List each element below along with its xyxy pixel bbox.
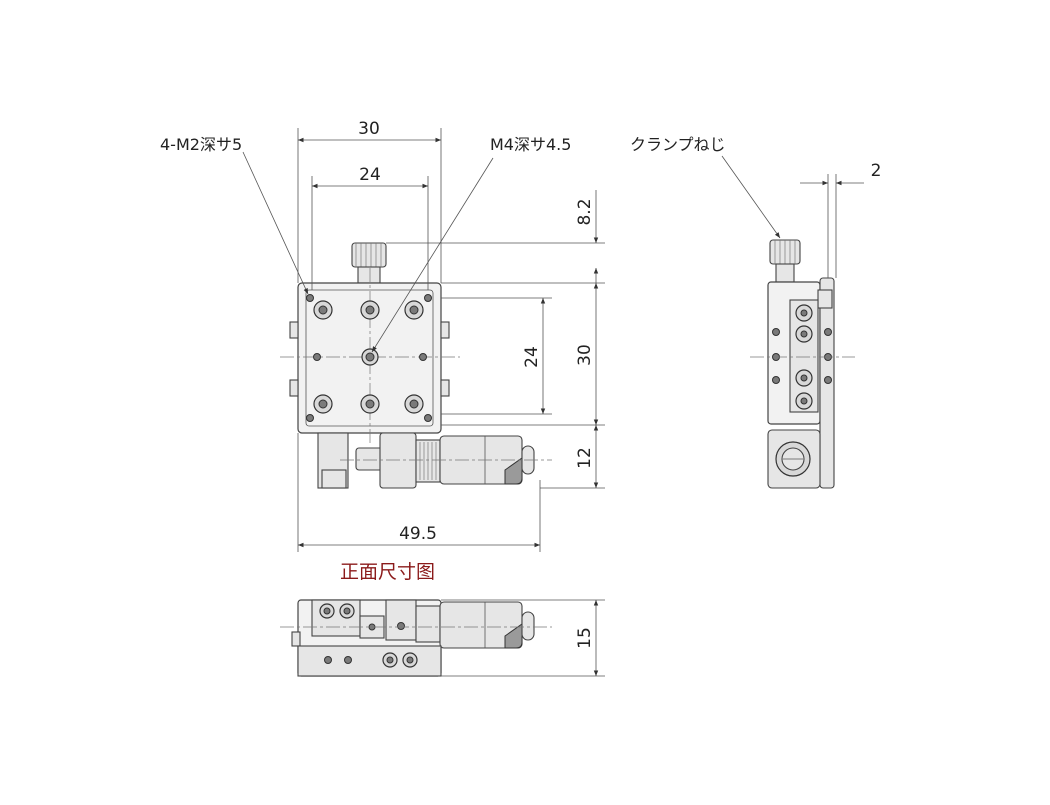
callout-clamp-screw: クランプねじ — [630, 135, 726, 154]
dim-front-height: 15 — [575, 627, 595, 649]
dim-top-width: 30 — [358, 119, 380, 139]
dim-knob-height: 8.2 — [575, 198, 595, 225]
m2-holes — [306, 294, 432, 422]
top-view: 30 24 8.2 30 12 24 49.5 4-M2深サ5 M4深サ4.5 — [160, 119, 605, 552]
callout-center-hole: M4深サ4.5 — [490, 135, 571, 154]
side-screws — [795, 304, 813, 410]
dim-side-clamp-width: 2 — [871, 161, 882, 181]
dim-hole-pitch-x: 24 — [359, 165, 381, 185]
front-view: 正面尺寸图 15 — [280, 561, 605, 677]
dim-body-height: 30 — [575, 344, 595, 366]
callout-tapped-holes: 4-M2深サ5 — [160, 135, 242, 154]
dim-overall-length: 49.5 — [399, 524, 437, 544]
dim-micrometer-offset: 12 — [575, 447, 595, 469]
front-view-caption: 正面尺寸图 — [340, 561, 435, 583]
side-view: 2 クランプねじ — [630, 135, 882, 489]
micrometer-clamp — [379, 432, 417, 489]
dim-hole-pitch-y: 24 — [522, 346, 542, 368]
counterbored-holes — [313, 300, 424, 414]
